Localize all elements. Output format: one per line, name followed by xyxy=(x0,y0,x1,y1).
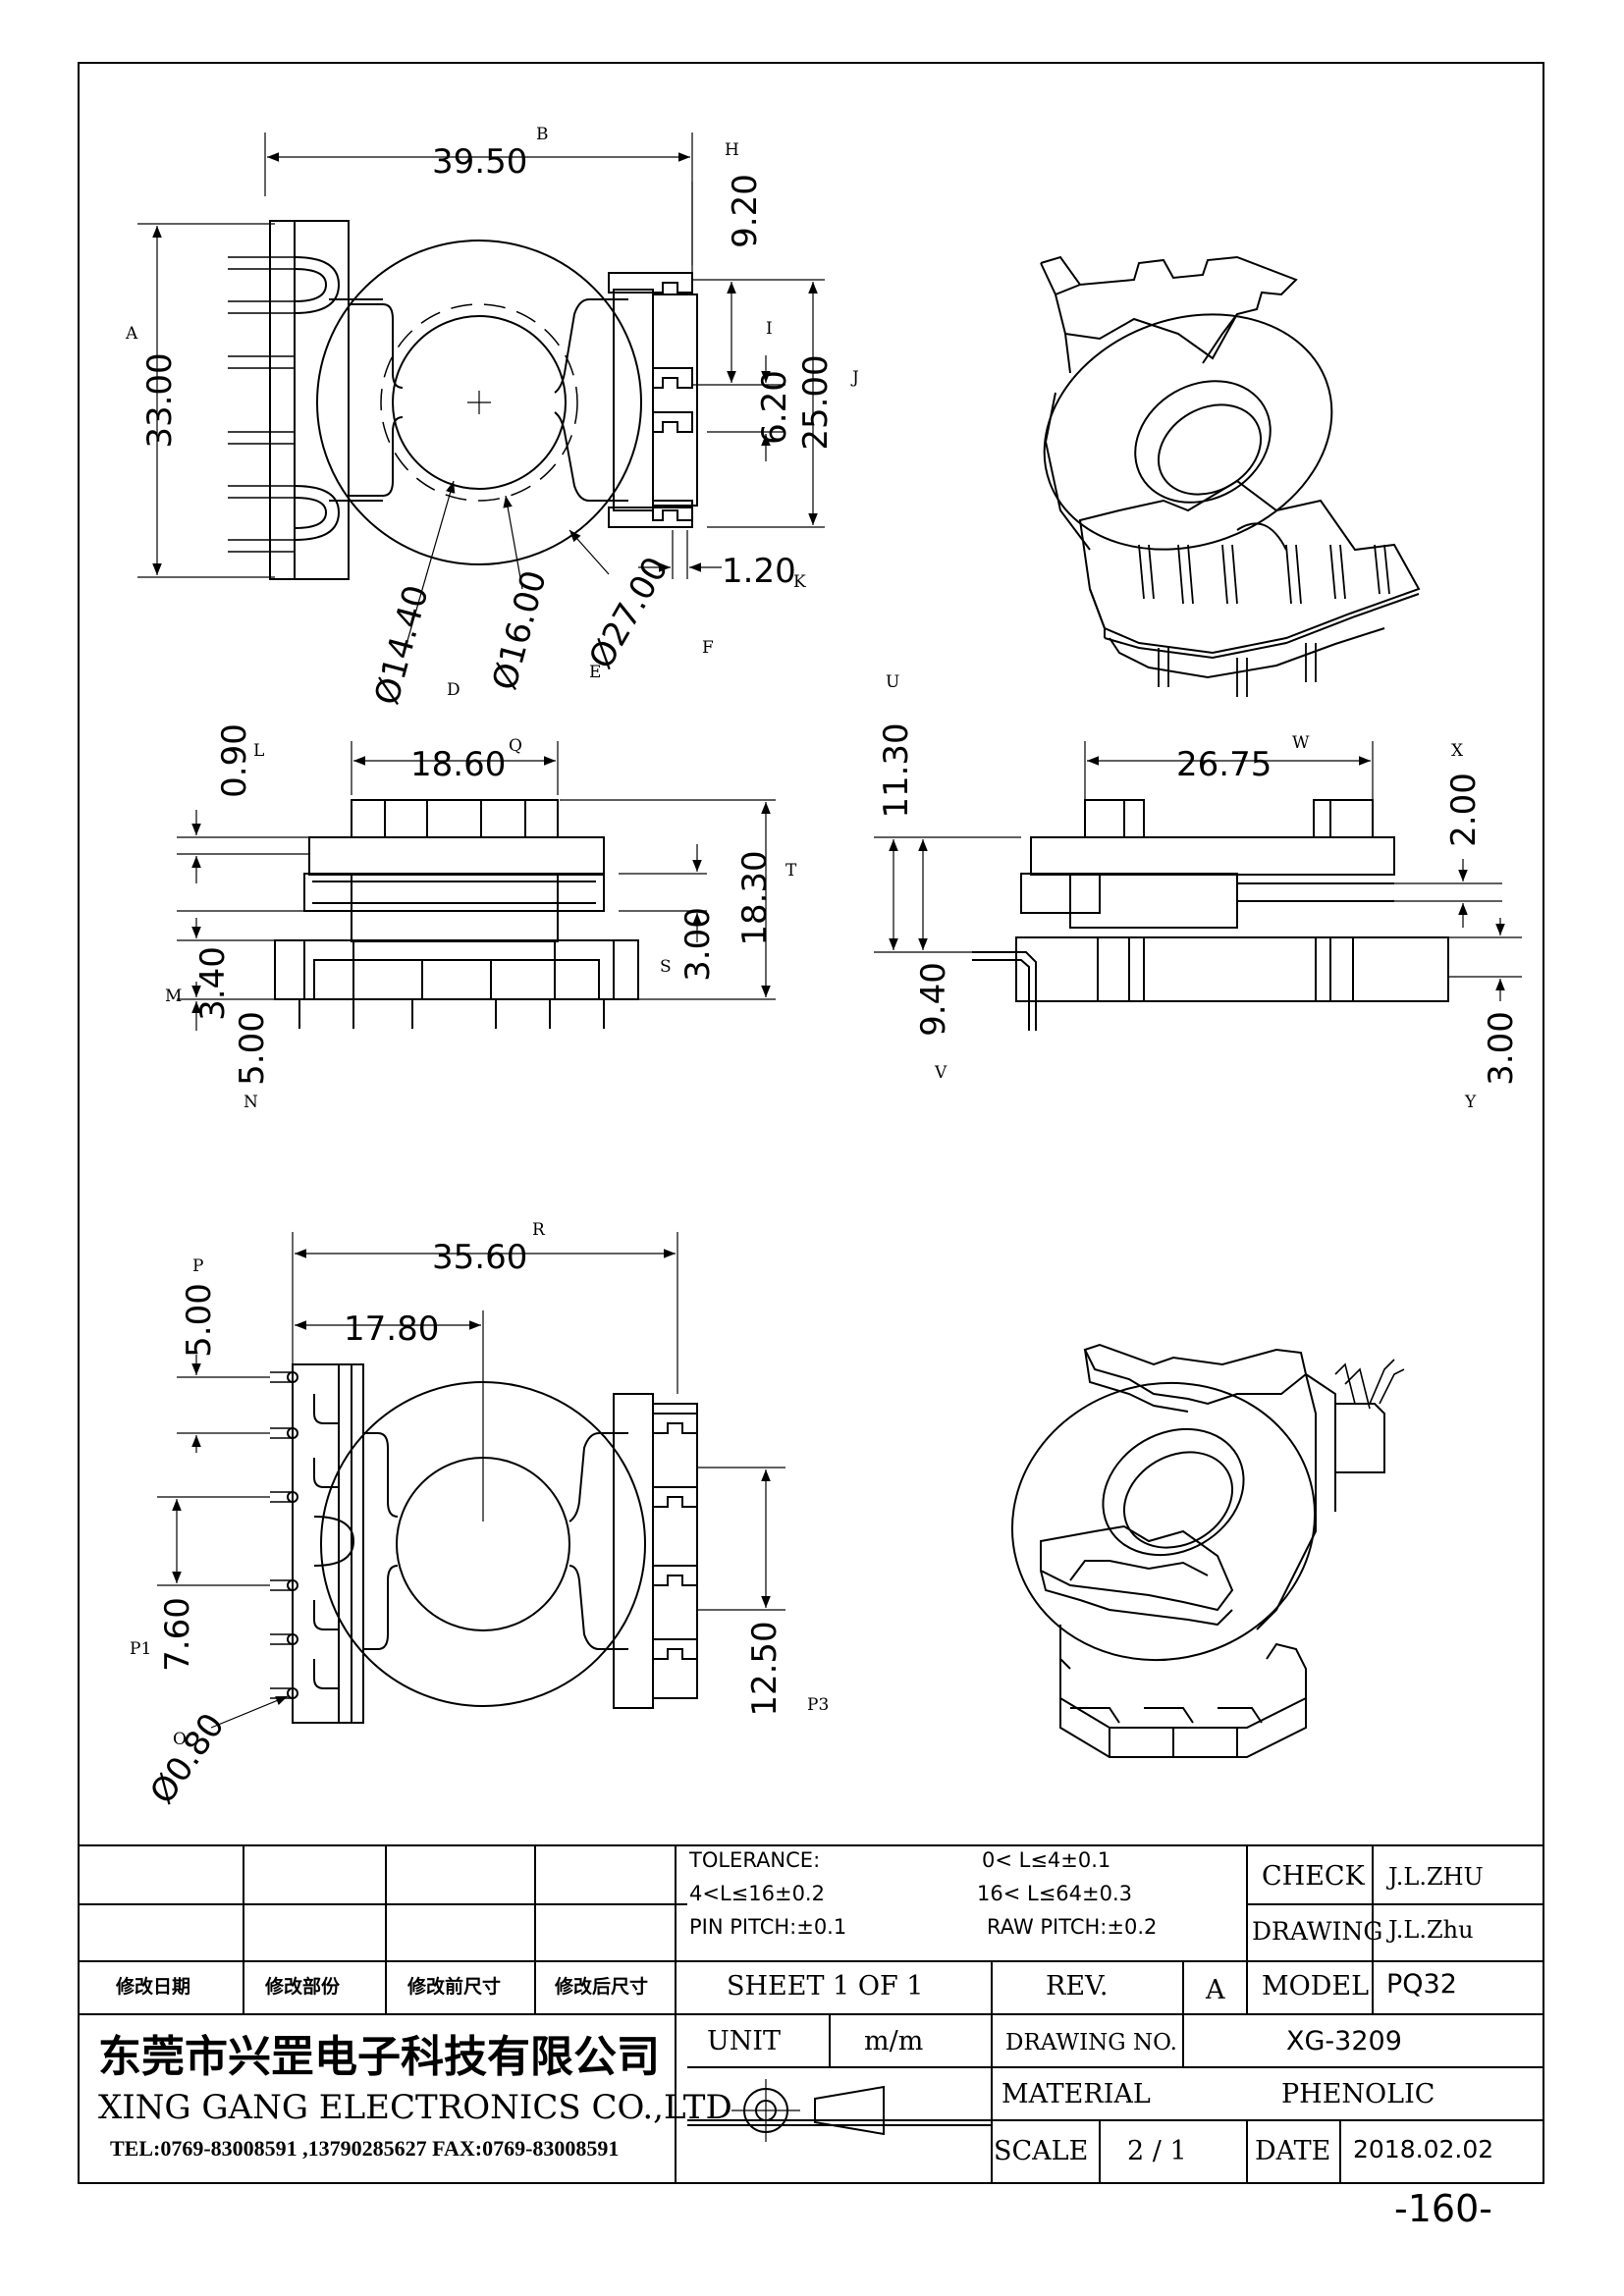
tag-y: Y xyxy=(1464,1093,1477,1112)
dim-d16-00: Ø16.00 xyxy=(485,566,555,694)
isometric-view-top xyxy=(1040,255,1421,697)
tolerance-1: 0< L≤4±0.1 xyxy=(982,1848,1110,1872)
tag-t: T xyxy=(785,861,797,881)
dim-26-75: 26.75 xyxy=(1176,745,1272,784)
rev-after-header: 修改后尺寸 xyxy=(554,1975,648,1998)
front-view-dimensions: 18.60 Q 0.90 L 18.30 T 3.00 S 3.40 M 5.0… xyxy=(165,723,797,1112)
drawing-border xyxy=(78,62,1544,2184)
check-value: J.L.ZHU xyxy=(1385,1863,1484,1891)
dim-3-00-front: 3.00 xyxy=(678,907,718,982)
tag-u: U xyxy=(886,672,899,692)
top-view xyxy=(137,133,825,659)
side-view-dimensions: 26.75 W 11.30 U 2.00 X 9.40 V 3.00 Y xyxy=(877,672,1521,1112)
drawing-no-label: DRAWING NO. xyxy=(1005,2030,1177,2056)
dim-9-40: 9.40 xyxy=(914,962,953,1037)
drawing-value: J.L.Zhu xyxy=(1385,1916,1474,1944)
company-name-en: XING GANG ELECTRONICS CO.,LTD xyxy=(98,2088,732,2127)
material-value: PHENOLIC xyxy=(1281,2079,1435,2109)
raw-pitch: RAW PITCH:±0.2 xyxy=(987,1915,1157,1939)
dim-18-60: 18.60 xyxy=(410,745,506,784)
tag-m: M xyxy=(165,987,182,1006)
bottom-view xyxy=(157,1232,785,1729)
tag-i: I xyxy=(766,319,773,339)
dim-11-30: 11.30 xyxy=(877,722,916,818)
dim-2-00: 2.00 xyxy=(1444,773,1484,847)
dim-39-50: 39.50 xyxy=(432,142,527,182)
tag-l: L xyxy=(253,741,264,761)
sheet-info: SHEET 1 OF 1 xyxy=(727,1971,923,2002)
tag-p1: P1 xyxy=(130,1639,151,1659)
pin-pitch: PIN PITCH:±0.1 xyxy=(689,1915,846,1939)
tag-r: R xyxy=(532,1220,546,1240)
dim-33-00: 33.00 xyxy=(140,352,180,448)
unit-value: m/m xyxy=(864,2026,923,2056)
title-block xyxy=(79,1844,1543,2183)
page-number: -160- xyxy=(1394,2187,1492,2230)
dim-35-60: 35.60 xyxy=(432,1238,527,1277)
tag-n: N xyxy=(244,1093,258,1112)
tag-b: B xyxy=(536,125,549,144)
tag-s: S xyxy=(660,957,672,977)
tag-x: X xyxy=(1451,741,1464,761)
dim-25-00: 25.00 xyxy=(796,354,836,450)
rev-before-header: 修改前尺寸 xyxy=(406,1975,501,1998)
tag-h: H xyxy=(725,140,739,160)
tolerance-2: 4<L≤16±0.2 xyxy=(689,1882,825,1905)
rev-part-header: 修改部份 xyxy=(264,1975,341,1998)
date-label: DATE xyxy=(1255,2136,1330,2166)
dim-5-00-front: 5.00 xyxy=(233,1011,272,1086)
dim-3-40: 3.40 xyxy=(193,946,233,1021)
tag-p: P xyxy=(192,1256,203,1276)
dim-1-20: 1.20 xyxy=(722,552,796,591)
tag-v: V xyxy=(934,1063,947,1083)
drawing-no-value: XG-3209 xyxy=(1286,2026,1402,2056)
drawing-label: DRAWING xyxy=(1252,1917,1382,1946)
isometric-view-bottom xyxy=(1010,1343,1405,1758)
tag-w: W xyxy=(1292,733,1310,753)
tag-o: O xyxy=(173,1730,187,1749)
dim-18-30: 18.30 xyxy=(735,850,775,945)
dim-9-20: 9.20 xyxy=(726,174,765,248)
top-view-dimensions: 39.50 B 33.00 A 9.20 H 6.20 I 25.00 J 1.… xyxy=(125,125,859,709)
dim-6-20: 6.20 xyxy=(755,370,794,445)
tag-a: A xyxy=(125,324,138,344)
front-view xyxy=(177,741,776,1031)
date-value: 2018.02.02 xyxy=(1353,2135,1493,2163)
dim-7-60: 7.60 xyxy=(158,1597,197,1672)
dim-d0-80: Ø0.80 xyxy=(142,1706,233,1811)
side-view xyxy=(874,741,1522,1031)
company-contact: TEL:0769-83008591 ,13790285627 FAX:0769-… xyxy=(110,2136,619,2161)
company-name-cn: 东莞市兴罡电子科技有限公司 xyxy=(98,2032,660,2082)
material-label: MATERIAL xyxy=(1001,2079,1151,2109)
tag-e: E xyxy=(589,663,601,682)
title-block-text: TOLERANCE: 0< L≤4±0.1 4<L≤16±0.2 16< L≤6… xyxy=(98,1848,1493,2166)
dim-17-80: 17.80 xyxy=(344,1309,439,1349)
dim-12-50: 12.50 xyxy=(745,1621,785,1716)
tolerance-label: TOLERANCE: xyxy=(688,1848,820,1872)
scale-value: 2 / 1 xyxy=(1127,2136,1187,2166)
rev-label: REV. xyxy=(1046,1971,1108,2002)
unit-label: UNIT xyxy=(707,2026,781,2056)
model-value: PQ32 xyxy=(1386,1969,1457,2000)
tag-p3: P3 xyxy=(807,1695,829,1715)
tag-f: F xyxy=(702,638,714,658)
dim-d27-00: Ø27.00 xyxy=(581,551,677,675)
check-label: CHECK xyxy=(1262,1861,1366,1892)
tag-q: Q xyxy=(509,736,522,756)
tag-k: K xyxy=(793,572,806,592)
bottom-view-dimensions: 35.60 R 17.80 5.00 P 7.60 P1 Ø0.80 O 12.… xyxy=(130,1220,829,1811)
dim-d14-40: Ø14.40 xyxy=(367,581,437,709)
tag-j: J xyxy=(850,368,859,388)
model-label: MODEL xyxy=(1262,1971,1369,2002)
dim-0-90: 0.90 xyxy=(215,723,254,798)
rev-date-header: 修改日期 xyxy=(115,1975,190,1998)
tolerance-3: 16< L≤64±0.3 xyxy=(977,1882,1132,1905)
scale-label: SCALE xyxy=(994,2136,1088,2166)
dim-5-00-bottom: 5.00 xyxy=(180,1283,219,1358)
tag-d: D xyxy=(447,680,460,700)
rev-value: A xyxy=(1205,1975,1225,2005)
dim-3-00-side: 3.00 xyxy=(1482,1011,1521,1086)
